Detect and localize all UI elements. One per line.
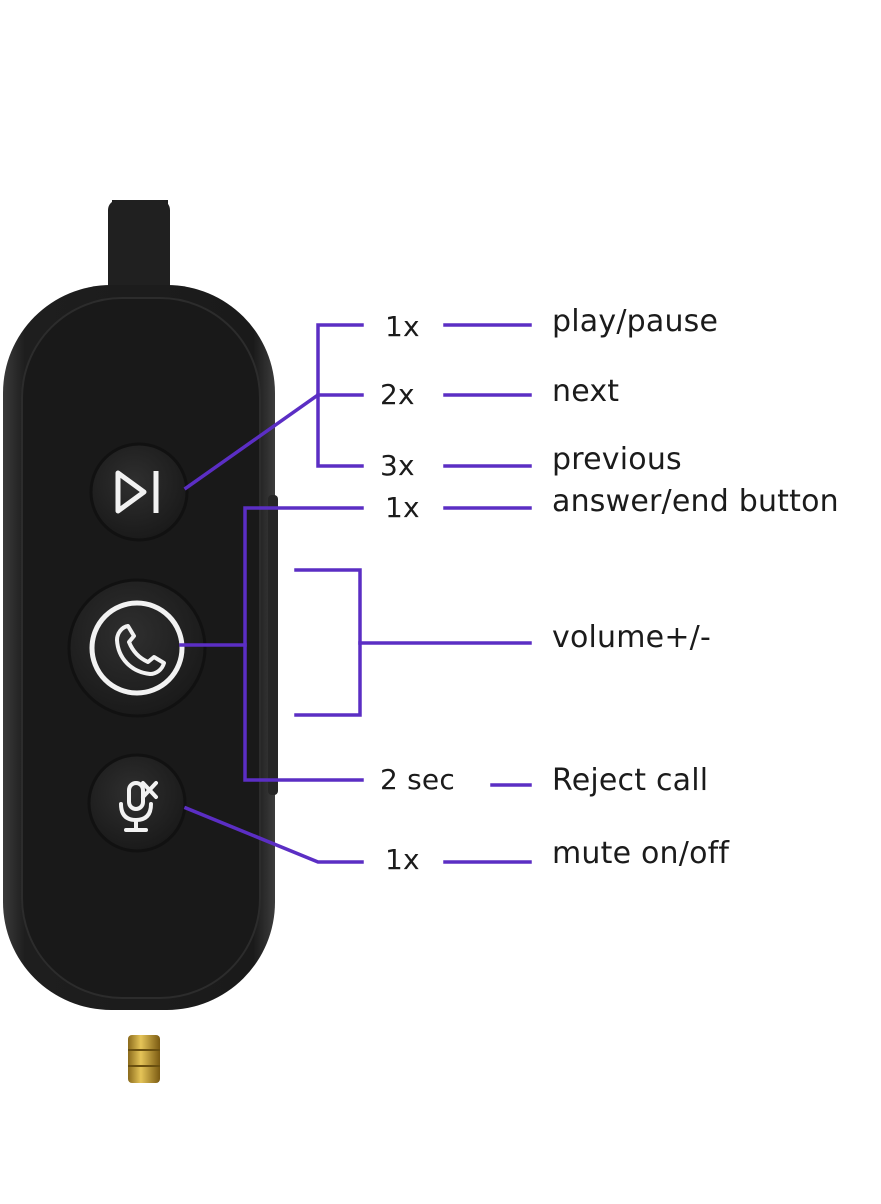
play-pause-button (89, 442, 189, 542)
action-mute: mute on/off (552, 836, 730, 871)
count-reject-call: 2 sec (380, 763, 455, 796)
mic-mute-icon (119, 781, 158, 832)
count-previous: 3x (380, 449, 415, 482)
count-play-pause: 1x (385, 310, 420, 343)
play-pause-icon (115, 470, 159, 514)
action-next: next (552, 374, 620, 409)
action-answer-end: answer/end button (552, 484, 839, 519)
call-button (67, 578, 207, 718)
callout-lines (179, 323, 532, 864)
phone-icon-ring (89, 600, 185, 696)
connector-pin (128, 1035, 160, 1083)
count-mute: 1x (385, 843, 420, 876)
action-reject-call: Reject call (552, 763, 709, 798)
count-answer-end: 1x (385, 491, 420, 524)
count-next: 2x (380, 378, 415, 411)
action-previous: previous (552, 442, 682, 477)
action-volume: volume+/- (552, 620, 712, 655)
action-play-pause: play/pause (552, 304, 719, 339)
phone-icon (115, 624, 166, 676)
mute-button (87, 753, 187, 853)
cable-strain-relief (108, 200, 170, 295)
volume-rocker (268, 495, 278, 795)
